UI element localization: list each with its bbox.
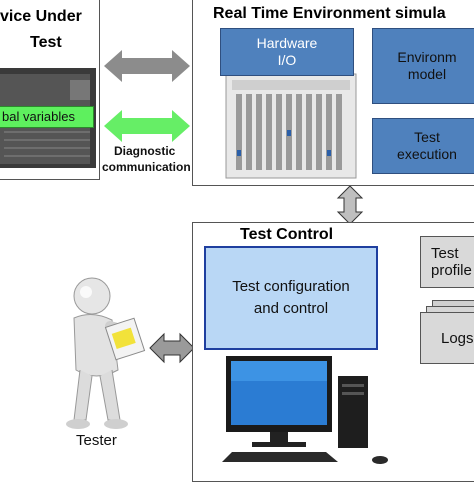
- gray-double-arrow: [104, 50, 190, 82]
- test-profiles-box: Test profile: [420, 236, 474, 288]
- logs-label: Logs: [441, 329, 474, 347]
- diagnostic-label-line1: Diagnostic: [114, 144, 176, 158]
- logs-box: Logs: [420, 312, 474, 364]
- environment-model-line1: Environm: [397, 49, 457, 66]
- environment-model-line2: model: [407, 66, 447, 82]
- test-configuration-box: Test configuration and control: [204, 246, 378, 350]
- test-execution-box: Test execution: [372, 118, 474, 174]
- test-profiles-line1: Test: [431, 245, 459, 262]
- environment-model-box: Environm model: [372, 28, 474, 104]
- dut-title-line2: Test: [30, 34, 62, 51]
- rte-title: Real Time Environment simula: [213, 5, 446, 22]
- dut-title-line1: vice Under: [0, 8, 82, 25]
- hardware-io-line2: I/O: [277, 52, 297, 68]
- test-configuration-line2: and control: [253, 300, 329, 317]
- test-configuration-line1: Test configuration: [232, 277, 350, 295]
- test-control-title: Test Control: [240, 226, 334, 243]
- hardware-io-box: Hardware I/O: [220, 28, 354, 76]
- tester-label: Tester: [76, 432, 117, 449]
- hardware-io-line1: Hardware: [256, 35, 318, 52]
- test-profiles-line2: profile: [431, 262, 472, 279]
- green-double-arrow: [104, 110, 190, 142]
- test-execution-line1: Test: [414, 129, 440, 146]
- test-execution-line2: execution: [397, 146, 457, 162]
- global-variables-label: bal variables: [2, 109, 75, 124]
- global-variables-bar: [0, 106, 94, 128]
- diagnostic-label-line2: communication: [102, 160, 191, 174]
